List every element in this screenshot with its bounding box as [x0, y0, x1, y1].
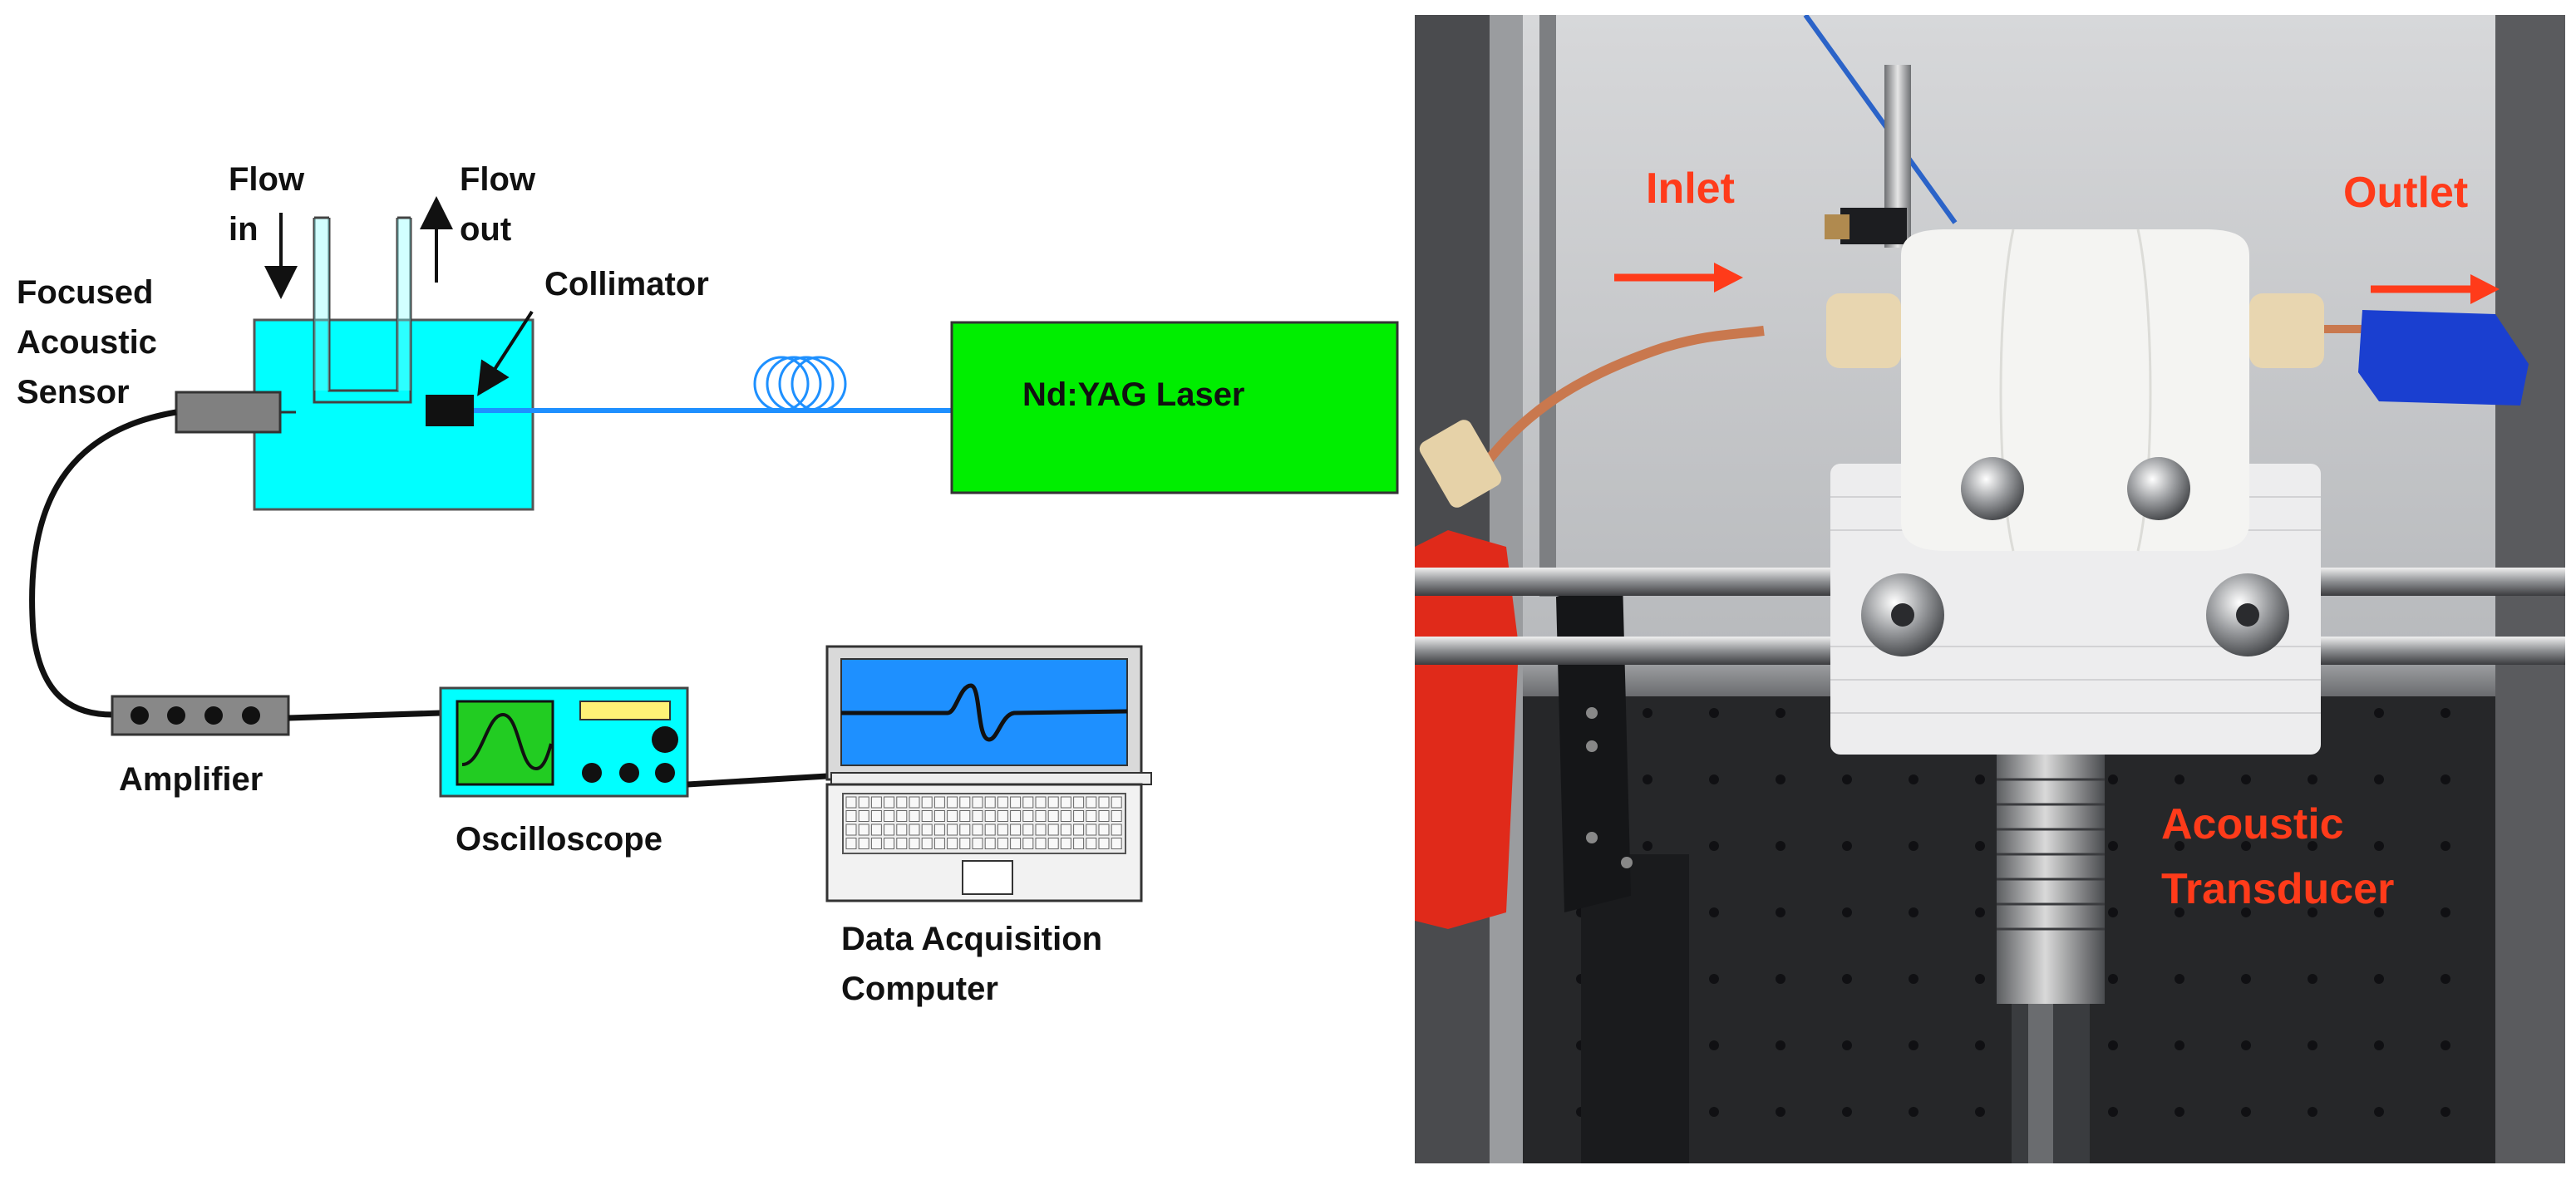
collimator-label: Collimator — [544, 266, 709, 302]
computer-label: Data Acquisition Computer — [841, 921, 1103, 1007]
photo-illustration — [1415, 15, 2565, 1163]
experiment-photo: Inlet Outlet Acoustic Transducer — [1415, 15, 2565, 1163]
laser-label: Nd:YAG Laser — [1022, 376, 1245, 413]
amp-cable — [288, 710, 441, 721]
blue-tape — [2358, 310, 2529, 406]
transducer-label: Acoustic Transducer — [2161, 800, 2395, 913]
flow-tube — [313, 218, 412, 404]
fiber-coil — [753, 356, 847, 412]
oscilloscope-label: Oscilloscope — [456, 821, 662, 858]
setup-schematic: Flow in Flow out Collimator Focused Acou… — [17, 161, 1399, 1007]
flow-in-label: Flow in — [229, 161, 305, 248]
flow-out-label: Flow out — [460, 161, 536, 248]
focused-sensor-label: Focused Acoustic Sensor — [17, 274, 157, 411]
collimator-pointer — [477, 310, 534, 396]
amplifier-label: Amplifier — [119, 761, 264, 798]
touchpad — [962, 860, 1013, 895]
focused-sensor — [175, 391, 282, 434]
flow-cell — [1901, 229, 2249, 551]
scope-panel — [579, 701, 671, 720]
sensor-cable — [29, 409, 177, 718]
laser-box — [950, 321, 1399, 494]
water-tank — [253, 318, 534, 511]
laptop — [825, 645, 1152, 902]
collimator — [426, 395, 474, 426]
flow-tube-inner — [328, 218, 399, 392]
outlet-label: Outlet — [2343, 169, 2469, 217]
scope-cable — [687, 773, 828, 788]
schematic-graphics — [29, 196, 1399, 902]
inlet-label: Inlet — [1646, 165, 1735, 213]
